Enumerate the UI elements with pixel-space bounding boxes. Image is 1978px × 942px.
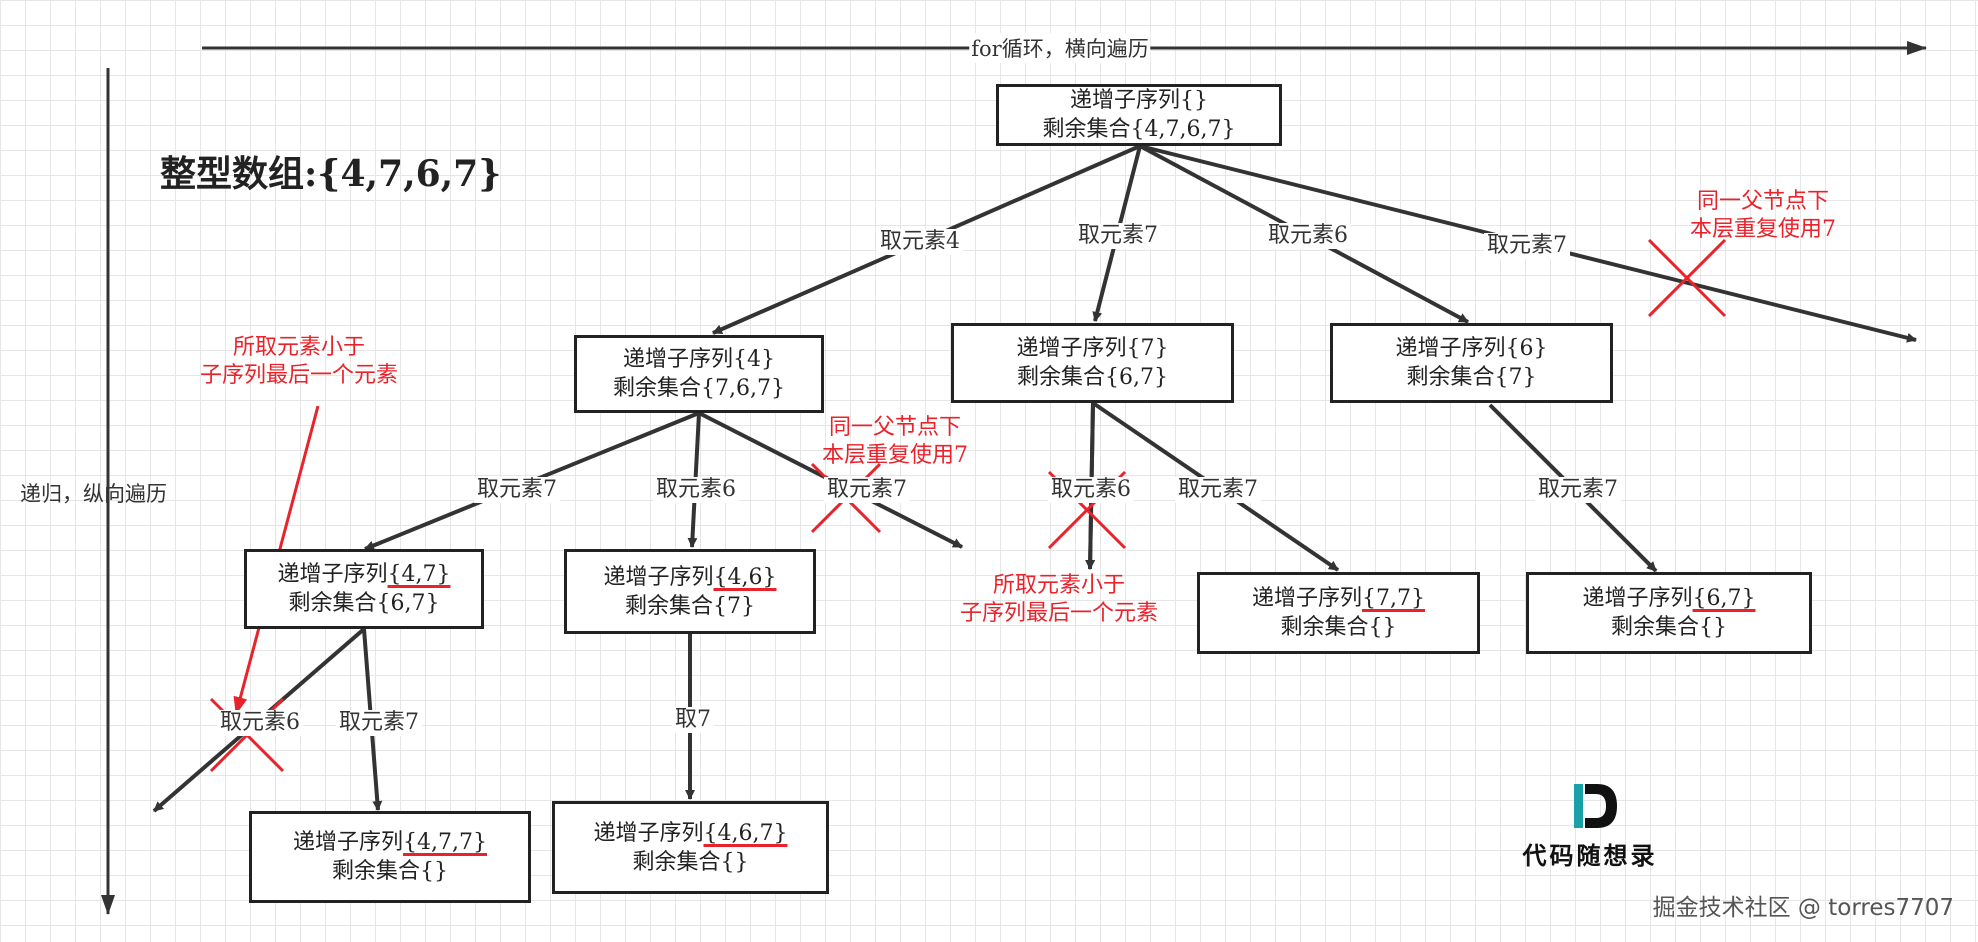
node-subsequence-value: {4} [733,347,775,372]
node-subsequence-value: {4,6,7} [703,820,788,846]
node-subsequence-value: {7} [1126,336,1169,361]
node-subsequence: 递增子序列{7,7} [1252,584,1425,613]
edge-label: 取元素7 [1175,477,1261,503]
node-remaining-set: 剩余集合{7,6,7} [613,376,785,401]
node-subsequence-value: {4,6} [713,564,777,590]
node-remaining-set: 剩余集合{} [1611,615,1727,640]
edge-label: 取元素6 [1265,223,1351,249]
prune-cross-icon [1647,238,1727,318]
node-remaining-set: 剩余集合{6,7} [1017,365,1168,390]
tree-node: 递增子序列{7,7}剩余集合{} [1197,572,1480,654]
note-line: 所取元素小于 [233,335,366,360]
node-subsequence: 递增子序列{4,7,7} [293,828,487,857]
node-subsequence: 递增子序列{6,7} [1583,584,1756,613]
tree-node: 递增子序列{4,6,7}剩余集合{} [552,801,829,894]
smaller-element-note-mid: 所取元素小于 子序列最后一个元素 [960,572,1158,628]
tree-node: 递增子序列{6}剩余集合{7} [1330,323,1613,403]
tree-node: 递增子序列{4,7}剩余集合{6,7} [244,549,484,629]
logo-text: 代码随想录 [1522,841,1658,870]
note-line: 所取元素小于 [993,573,1126,598]
node-subsequence: 递增子序列{7} [1016,334,1168,363]
node-subsequence-label: 递增子序列 [1016,336,1127,361]
node-remaining-set: 剩余集合{7} [1406,365,1537,390]
tree-node: 递增子序列{6,7}剩余集合{} [1526,572,1812,654]
node-subsequence-value: {6,7} [1692,586,1756,611]
edge-label: 取元素7 [1535,477,1621,503]
node-subsequence-label: 递增子序列 [603,564,714,590]
node-remaining-set: 剩余集合{} [332,859,448,884]
node-subsequence-label: 递增子序列 [293,830,404,855]
node-subsequence-label: 递增子序列 [1395,336,1506,361]
note-line: 本层重复使用7 [822,443,968,468]
array-title: 整型数组:{4,7,6,7} [160,153,502,195]
node-remaining-set: 剩余集合{} [632,849,749,875]
node-subsequence-value: {4,7,7} [403,830,487,855]
edge-label: 取元素6 [217,710,303,736]
note-line: 同一父节点下 [1696,189,1829,214]
node-remaining-set: 剩余集合{7} [625,593,755,619]
node-subsequence-label: 递增子序列 [622,347,733,372]
vertical-axis-label: 递归，纵向遍历 [20,482,167,506]
edge-label: 取元素7 [1075,223,1161,249]
note-line: 子序列最后一个元素 [200,363,399,388]
edge-label: 取元素6 [1048,477,1134,503]
tree-node: 递增子序列{7}剩余集合{6,7} [951,323,1234,403]
node-subsequence: 递增子序列{4,6,7} [594,819,788,848]
node-subsequence-label: 递增子序列 [277,562,388,587]
same-parent-note-mid: 同一父节点下 本层重复使用7 [822,414,968,470]
logo-d-icon [1574,784,1617,828]
edge-label: 取元素4 [877,229,963,255]
watermark: 掘金技术社区 @ torres7707 [1652,895,1954,921]
edge-label: 取元素7 [824,477,910,503]
horizontal-axis-label: for循环，横向遍历 [969,33,1151,63]
node-subsequence-value: {6} [1505,336,1548,361]
tree-node: 递增子序列{}剩余集合{4,7,6,7} [996,84,1282,146]
edge-label: 取元素7 [1484,233,1570,259]
edge-label: 取元素7 [474,477,560,503]
node-subsequence: 递增子序列{6} [1395,334,1547,363]
tree-node: 递增子序列{4,7,7}剩余集合{} [249,811,531,903]
node-subsequence-value: {4,7} [387,562,451,587]
node-remaining-set: 剩余集合{6,7} [288,591,440,616]
same-parent-note-top: 同一父节点下 本层重复使用7 [1690,188,1836,244]
note-line: 本层重复使用7 [1690,217,1836,242]
tree-node: 递增子序列{4}剩余集合{7,6,7} [574,335,824,413]
node-remaining-set: 剩余集合{4,7,6,7} [1042,117,1236,142]
node-subsequence-label: 递增子序列 [1069,88,1180,113]
node-subsequence-label: 递增子序列 [593,820,704,846]
node-subsequence: 递增子序列{4,7} [278,560,451,589]
edge-label: 取7 [672,707,714,733]
node-subsequence-label: 递增子序列 [1252,586,1363,611]
node-subsequence: 递增子序列{4} [623,345,775,374]
edge-label: 取元素6 [653,477,739,503]
node-subsequence-value: {} [1180,88,1208,113]
note-line: 同一父节点下 [828,415,961,440]
node-subsequence-value: {7,7} [1362,586,1425,611]
logo: 代码随想录 [1505,780,1675,870]
tree-node: 递增子序列{4,6}剩余集合{7} [564,549,816,634]
node-subsequence: 递增子序列{4,6} [604,563,777,592]
node-subsequence: 递增子序列{} [1070,86,1208,115]
note-line: 子序列最后一个元素 [960,601,1159,626]
node-remaining-set: 剩余集合{} [1280,615,1397,640]
smaller-element-note-left: 所取元素小于 子序列最后一个元素 [200,334,398,390]
node-subsequence-label: 递增子序列 [1582,586,1693,611]
edge-label: 取元素7 [336,710,422,736]
